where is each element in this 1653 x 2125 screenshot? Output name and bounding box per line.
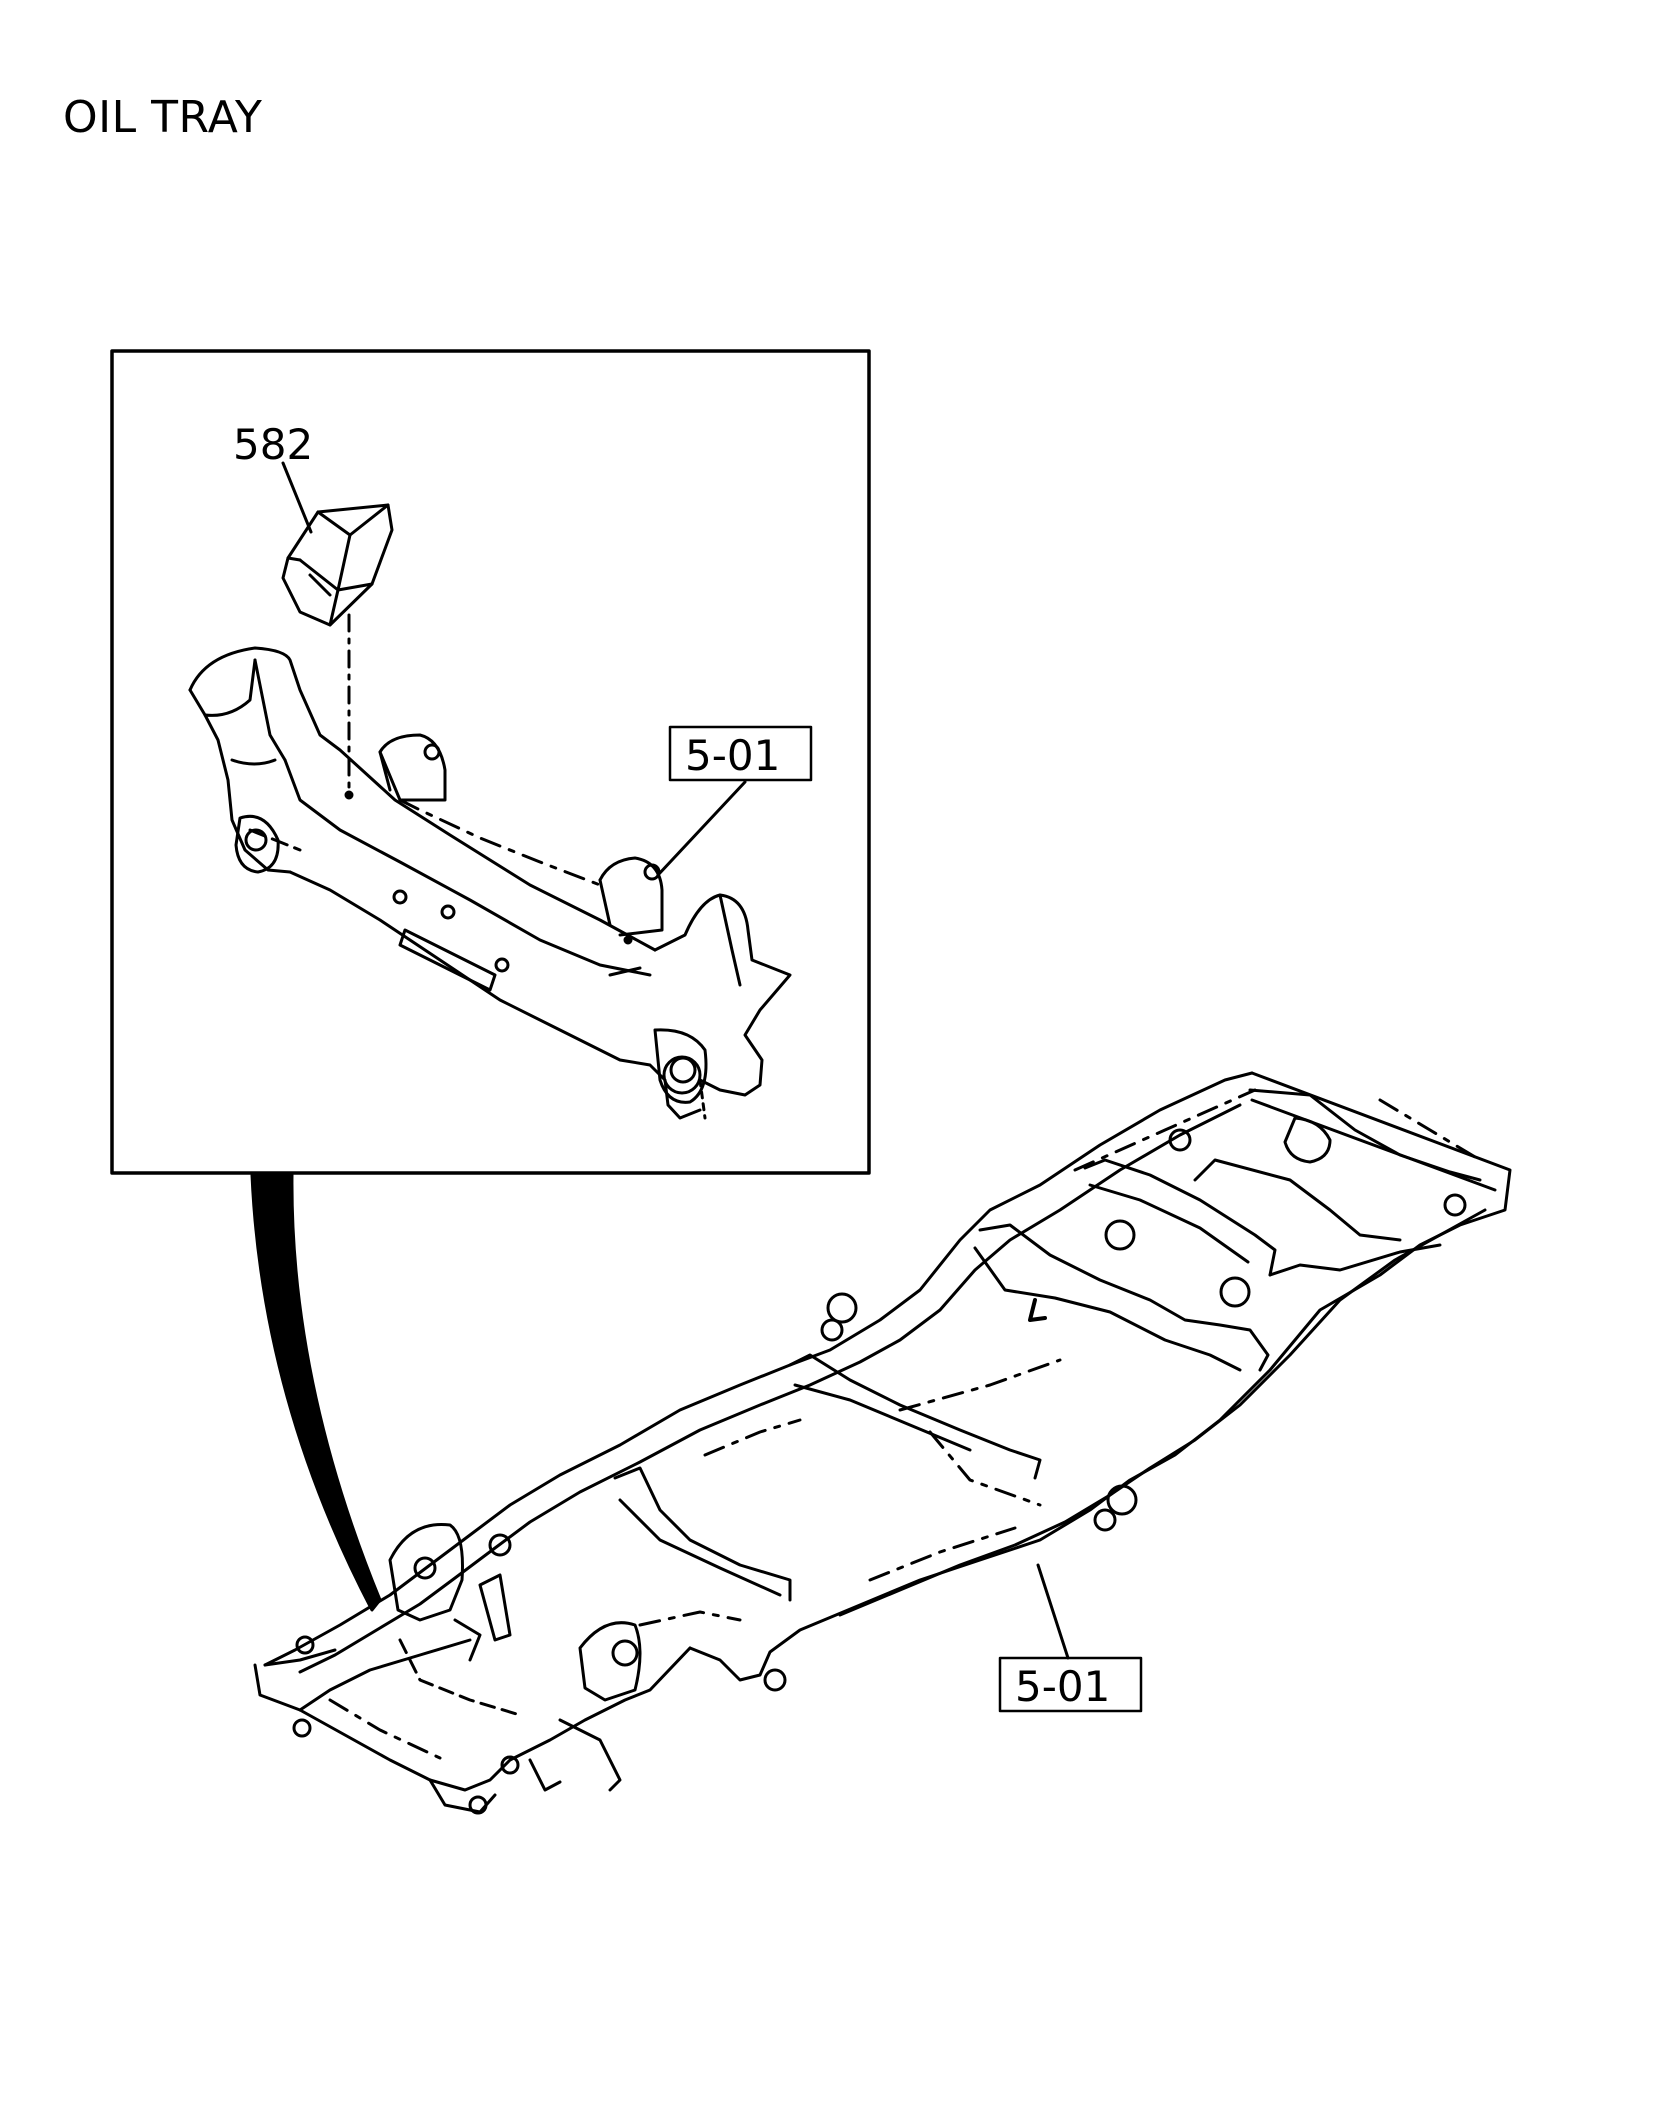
reference-box-frame: 5-01 xyxy=(998,1656,1143,1713)
reference-label-inset: 5-01 xyxy=(685,731,780,780)
inset-frame xyxy=(110,349,871,1175)
part-number-582: 582 xyxy=(233,420,313,469)
reference-label-frame: 5-01 xyxy=(1015,1662,1110,1711)
reference-box-inset: 5-01 xyxy=(668,725,813,782)
detail-pointer xyxy=(250,1173,382,1612)
crossmember-detail xyxy=(188,646,792,1120)
chassis-frame xyxy=(253,1071,1512,1815)
leader-line-582 xyxy=(281,461,313,534)
leader-line-inset xyxy=(656,780,747,877)
page-title: OIL TRAY xyxy=(63,92,263,143)
oil-tray-part xyxy=(281,503,394,627)
leader-line-frame xyxy=(1036,1563,1070,1660)
mount-hole xyxy=(344,790,354,800)
